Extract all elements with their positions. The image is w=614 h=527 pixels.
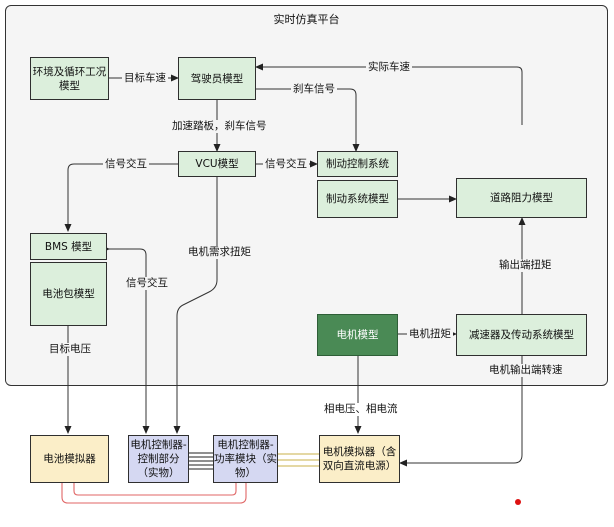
label-signal-exchange-vcu-bms: 信号交互 [103, 158, 149, 171]
power-to-motor-sim-lines [278, 453, 319, 467]
label-brake-signal: 刹车信号 [291, 83, 337, 96]
vcu-model: VCU模型 [178, 151, 256, 177]
battery-pack-model: 电池包模型 [30, 262, 107, 326]
environment-cycle-model: 环境及循环工况模型 [30, 57, 109, 100]
road-resistance-model: 道路阻力模型 [456, 178, 587, 218]
motor-model: 电机模型 [317, 314, 398, 356]
arrow-vcu-bms [64, 163, 178, 232]
brake-control-system: 制动控制系统 [317, 151, 398, 177]
label-pedal-signals: 加速踏板，刹车信号 [170, 120, 269, 133]
label-motor-output-speed: 电机输出端转速 [487, 364, 565, 377]
motor-simulator: 电机模拟器（含双向直流电源） [319, 435, 400, 483]
brake-system-model: 制动系统模型 [317, 180, 398, 218]
label-output-torque: 输出端扭矩 [497, 259, 554, 272]
label-phase-voltage-current: 相电压、相电流 [322, 403, 400, 416]
arrow-reducer-to-sim [399, 356, 523, 467]
motor-controller-power-module: 电机控制器-功率模块（实物） [213, 435, 278, 483]
dc-bus-loop [61, 483, 247, 504]
label-target-speed: 目标车速 [122, 72, 168, 85]
driver-model: 驾驶员模型 [178, 57, 256, 100]
red-dot-marker [515, 499, 521, 505]
arrow-driver-to-brake [256, 88, 360, 152]
label-signal-exchange-bms-mc: 信号交互 [124, 277, 170, 290]
label-motor-torque: 电机扭矩 [407, 328, 453, 341]
label-signal-exchange-vcu-brake: 信号交互 [263, 158, 309, 171]
arrow-road-to-driver [255, 63, 523, 125]
label-target-voltage: 目标电压 [47, 343, 93, 356]
label-actual-speed: 实际车速 [366, 61, 412, 74]
arrow-vcu-to-mc [173, 177, 218, 434]
battery-simulator: 电池模拟器 [30, 435, 109, 483]
bms-model: BMS 模型 [30, 233, 107, 260]
arrow-bms-to-mc [102, 245, 150, 434]
motor-controller-control-part: 电机控制器-控制部分（实物） [128, 435, 189, 483]
platform-title: 实时仿真平台 [273, 13, 340, 26]
reducer-transmission-model: 减速器及传动系统模型 [456, 314, 587, 356]
mc-interconnect-bus [189, 452, 213, 470]
label-motor-torque-demand: 电机需求扭矩 [186, 246, 253, 259]
